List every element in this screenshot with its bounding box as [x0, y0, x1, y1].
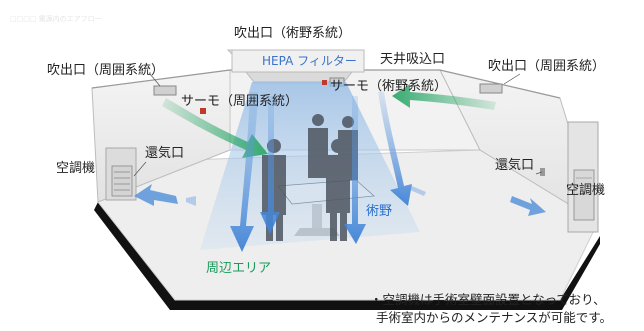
- label-outlet-surgical-top: 吹出口（術野系統）: [234, 26, 352, 41]
- label-return-air-left: 還気口: [145, 146, 185, 161]
- label-outlet-peripheral-left: 吹出口（周囲系統）: [47, 63, 165, 78]
- leader-outlet-left: [149, 73, 161, 87]
- label-ac-unit-right: 空調機: [566, 183, 606, 198]
- faint-caption: □□□□ 電源内のエアフロー: [10, 15, 102, 23]
- label-peripheral-area: 周辺エリア: [206, 261, 272, 276]
- label-return-air-right: 還気口: [495, 158, 535, 173]
- thermo-surgical-marker: [322, 80, 327, 85]
- hepa-filter-label: HEPA フィルター: [262, 54, 357, 68]
- blue-arrow-4: [378, 92, 412, 206]
- label-ac-unit-left: 空調機: [56, 161, 96, 176]
- leader-outlet-right: [503, 73, 521, 85]
- outlet-peripheral-right-shape: [479, 83, 503, 94]
- return-arrow-right: [510, 196, 546, 216]
- maintenance-note: ・空調機は手術室壁面設置となっており、 手術室内からのメンテナンスが可能です。: [370, 291, 612, 327]
- blue-arrow-2: [260, 96, 280, 234]
- ac-unit-right-shape: [573, 169, 595, 221]
- outlet-peripheral-left-shape: [153, 85, 177, 96]
- return-right-marker: [540, 168, 545, 176]
- ac-unit-left-shape: [111, 165, 133, 197]
- leader-return-left: [133, 161, 147, 177]
- return-arrow-left: [134, 184, 178, 206]
- label-ceiling-intake: 天井吸込口: [380, 52, 446, 67]
- thermo-peripheral-marker: [200, 108, 206, 114]
- blue-arrow-1: [230, 92, 258, 252]
- return-arrow-left-small: [186, 196, 196, 206]
- label-thermo-peripheral: サーモ（周囲系統）: [181, 94, 299, 109]
- label-surgical-field: 術野: [366, 204, 393, 219]
- note-line-1: ・空調機は手術室壁面設置となっており、: [370, 292, 606, 307]
- green-arrow-left: [162, 98, 268, 158]
- label-outlet-peripheral-right: 吹出口（周囲系統）: [488, 59, 606, 74]
- note-line-2: 手術室内からのメンテナンスが可能です。: [376, 310, 613, 325]
- green-arrow-right: [392, 84, 496, 110]
- label-thermo-surgical: サーモ（術野系統）: [330, 79, 448, 94]
- return-arrow-right-small: [410, 186, 426, 196]
- blue-arrow-3: [344, 96, 366, 244]
- leader-return-right: [535, 171, 543, 175]
- hepa-filter-unit: [226, 49, 366, 83]
